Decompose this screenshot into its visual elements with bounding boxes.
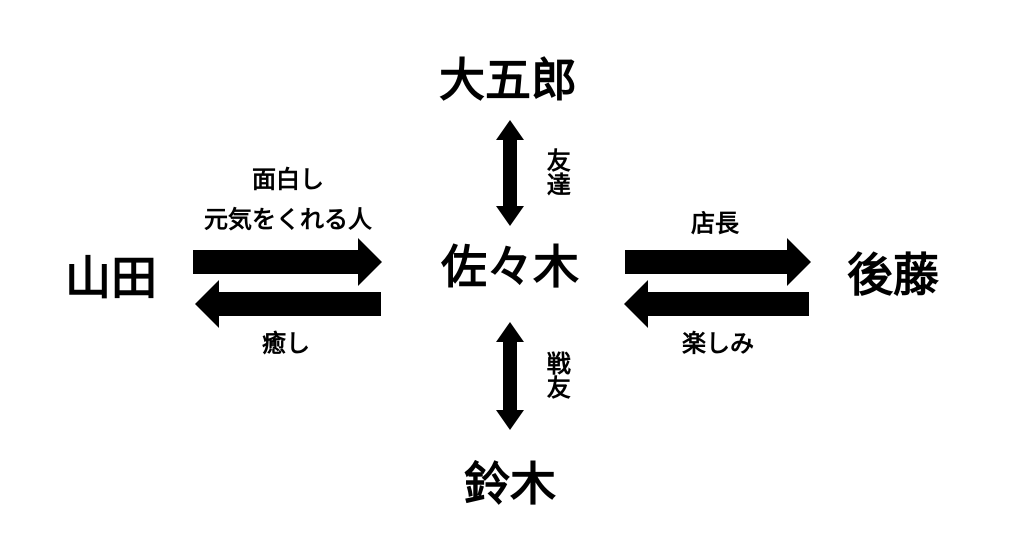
arrow-yamada-to-sasaki xyxy=(193,238,382,286)
label-tencho: 店長 xyxy=(691,209,739,238)
node-sasaki: 佐々木 xyxy=(441,240,579,294)
arrow-sasaki-suzuki xyxy=(496,322,524,430)
arrow-sasaki-to-yamada xyxy=(195,280,381,328)
arrow-sasaki-to-goto xyxy=(625,238,811,286)
node-suzuki: 鈴木 xyxy=(464,457,556,511)
arrow-daigoro-sasaki xyxy=(496,120,524,226)
label-iyashi: 癒し xyxy=(262,329,310,358)
label-genki: 元気をくれる人 xyxy=(204,205,372,234)
node-yamada: 山田 xyxy=(65,251,157,305)
node-daigoro: 大五郎 xyxy=(439,53,577,107)
node-goto: 後藤 xyxy=(847,248,939,302)
label-omoshiroshi: 面白し xyxy=(252,165,324,194)
label-tanoshimi: 楽しみ xyxy=(682,329,754,358)
label-tomodachi: 友達 xyxy=(542,148,571,196)
arrow-goto-to-sasaki xyxy=(624,280,809,328)
label-senyu: 戦友 xyxy=(542,351,571,399)
